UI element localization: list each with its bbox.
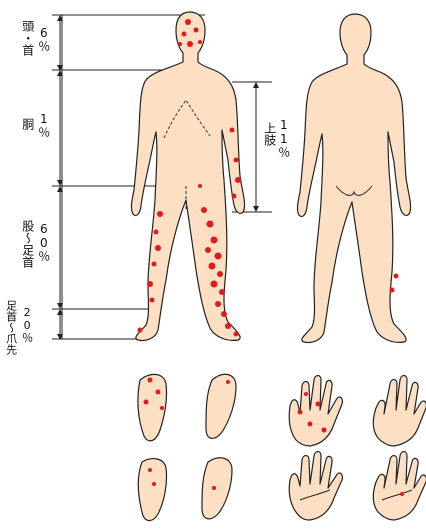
back-body — [297, 14, 410, 343]
label-leg-percent: 60％ — [36, 222, 50, 262]
label-torso: 胴 — [20, 118, 34, 130]
label-arm-name: 上肢 — [262, 122, 276, 146]
label-foot-name: 足首～爪先 — [4, 300, 17, 355]
label-leg-percent-wrap: 60％ — [36, 222, 50, 262]
hand-top-right — [373, 376, 426, 447]
label-torso-percent: 1％ — [36, 112, 50, 138]
label-arm-percent: 11％ — [276, 118, 290, 158]
label-torso-percent-wrap: 1％ — [36, 112, 50, 138]
foot-top-right — [206, 374, 236, 438]
label-torso-name: 胴 — [20, 118, 34, 130]
hand-bottom-left — [289, 452, 342, 521]
label-head: 頭・首 — [20, 20, 34, 56]
label-foot-percent-wrap: 20％ — [20, 306, 33, 343]
front-body — [131, 12, 244, 341]
label-foot: 足首～爪先 — [4, 300, 17, 355]
feet-group — [138, 374, 236, 520]
foot-bottom-left — [138, 459, 166, 521]
foot-bottom-right — [202, 458, 232, 519]
label-foot-percent: 20％ — [20, 306, 33, 343]
hand-bottom-right — [373, 452, 426, 521]
label-leg-name: 股～足首 — [20, 220, 34, 268]
label-arm: 上肢 — [262, 122, 276, 146]
label-leg: 股～足首 — [20, 220, 34, 268]
hands-group — [289, 376, 426, 521]
label-head-name: 頭・首 — [20, 20, 34, 56]
hand-top-left — [289, 376, 342, 447]
label-head-percent: 6％ — [36, 26, 50, 52]
label-head-percent-wrap: 6％ — [36, 26, 50, 52]
label-arm-percent-wrap: 11％ — [276, 118, 290, 158]
